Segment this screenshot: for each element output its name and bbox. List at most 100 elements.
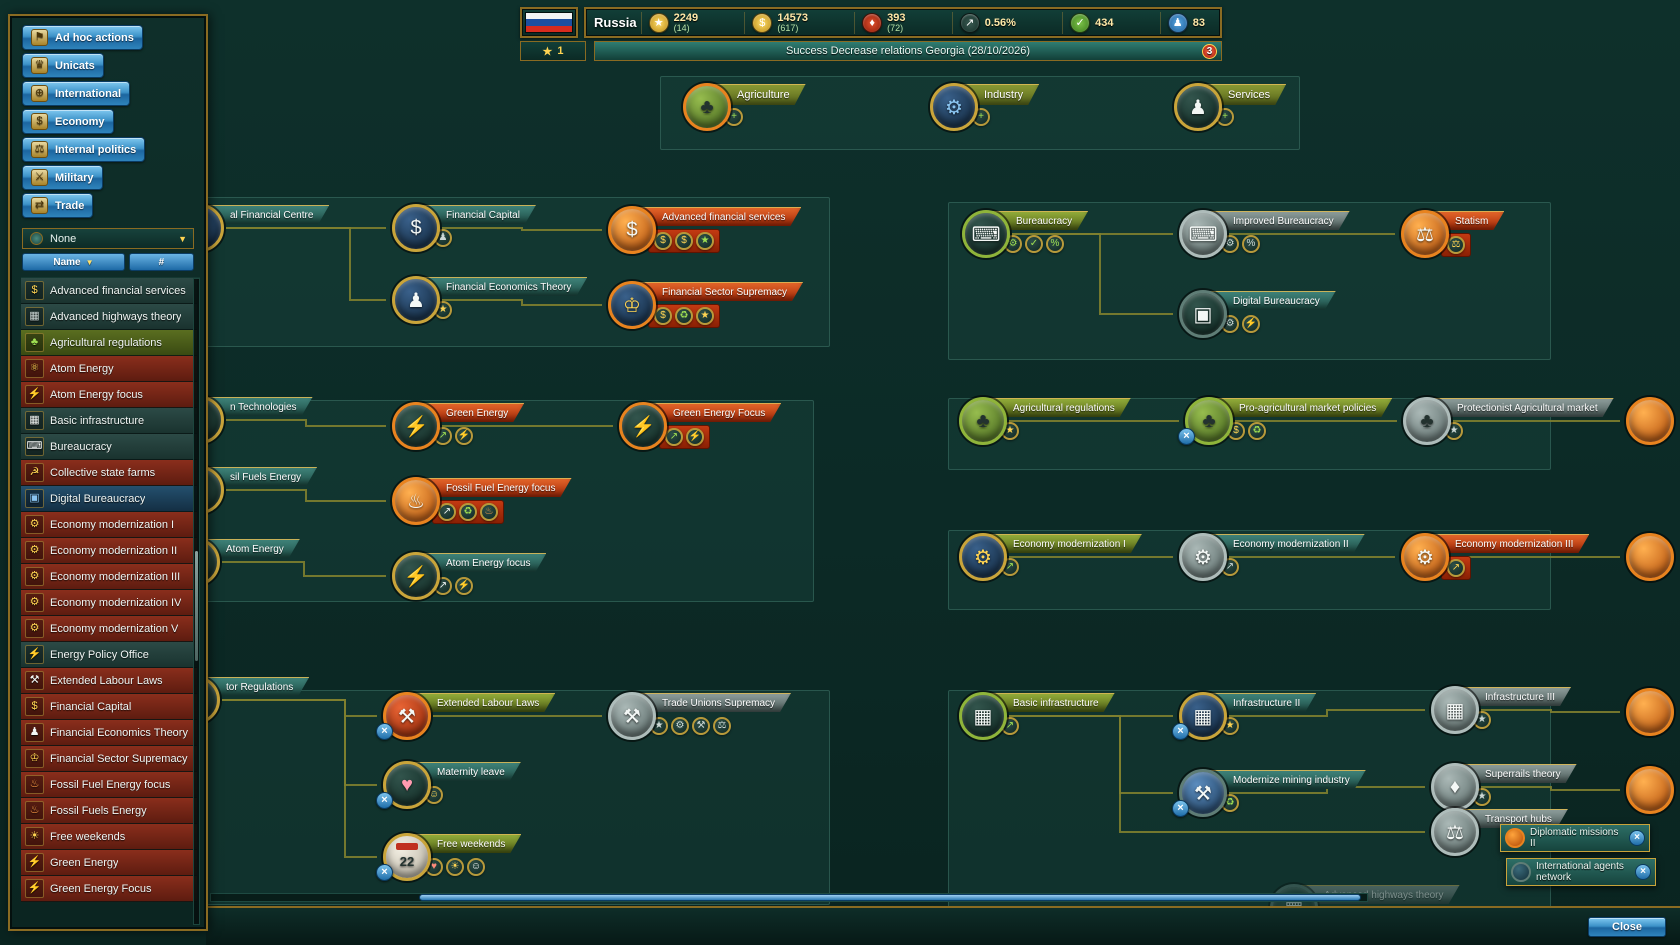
popup-label: Diplomatic missions II xyxy=(1530,827,1619,849)
vertical-scrollbar[interactable] xyxy=(193,278,200,925)
tech-list-item-financial-sector-supremacy[interactable]: ♔Financial Sector Supremacy xyxy=(21,746,197,772)
cancel-research-button[interactable]: × xyxy=(376,723,393,740)
tech-node-agri-next[interactable] xyxy=(1626,397,1674,445)
tech-node-transport-hubs[interactable]: Transport hubs⚖ xyxy=(1431,808,1479,856)
glyph: ♦ xyxy=(1449,775,1461,798)
tech-node-green-energy[interactable]: Green Energy↗⚡⚡ xyxy=(392,402,440,450)
resource-population-icon: ♦393(72) xyxy=(854,11,912,34)
tech-node-fossil-fuel-energy-focus[interactable]: Fossil Fuel Energy focus↗♻♨♨ xyxy=(392,477,440,525)
sidebar: ⚑Ad hoc actions ♛Unicats ⊕International $Ec… xyxy=(8,14,208,931)
tech-node-maternity-leave[interactable]: Maternity leave☺♥× xyxy=(376,761,431,809)
tech-node-digital-bureaucracy[interactable]: Digital Bureaucracy⚙⚡▣ xyxy=(1179,290,1227,338)
horizontal-scrollbar[interactable] xyxy=(210,893,1368,902)
tech-node-pro-agricultural-market-policies[interactable]: Pro-agricultural market policies$♻♣× xyxy=(1178,397,1233,445)
close-popup-button[interactable]: × xyxy=(1629,830,1645,846)
sidebar-button-unicats[interactable]: ♛Unicats xyxy=(22,53,104,78)
tech-list-item-economy-modernization-i[interactable]: ⚙Economy modernization I xyxy=(21,512,197,538)
tech-node-free-weekends[interactable]: Free weekends♥☀☺22× xyxy=(376,833,431,881)
tech-node-protectionist-agricultural-market[interactable]: Protectionist Agricultural market★♣ xyxy=(1403,397,1451,445)
sidebar-button-trade[interactable]: ⇄Trade xyxy=(22,193,94,218)
tech-node-financial-economics-theory[interactable]: Financial Economics Theory★♟ xyxy=(392,276,440,324)
tech-node-atom-energy-focus[interactable]: Atom Energy focus↗⚡⚡ xyxy=(392,552,440,600)
sidebar-button-international[interactable]: ⊕International xyxy=(22,81,131,106)
tech-list-item-advanced-financial-services[interactable]: $Advanced financial services xyxy=(21,278,197,304)
glyph: ⚙ xyxy=(1194,546,1212,569)
tech-node-financial-capital[interactable]: Financial Capital♟$ xyxy=(392,204,440,252)
sidebar-button-internal-politics[interactable]: ⚖Internal politics xyxy=(22,137,146,162)
tech-list-item-free-weekends[interactable]: ☀Free weekends xyxy=(21,824,197,850)
tech-node-infrastructure-iii[interactable]: Infrastructure III★▦ xyxy=(1431,686,1479,734)
tech-node-economy-modernization-iii[interactable]: Economy modernization III↗⚙ xyxy=(1401,533,1449,581)
tech-list-item-collective-state-farms[interactable]: ☭Collective state farms xyxy=(21,460,197,486)
tech-list-item-atom-energy-focus[interactable]: ⚡Atom Energy focus xyxy=(21,382,197,408)
vertical-scrollbar-thumb[interactable] xyxy=(195,551,198,661)
tech-node-advanced-financial-services[interactable]: Advanced financial services$$★$ xyxy=(608,206,656,254)
tech-list-item-label: Economy modernization III xyxy=(50,570,181,583)
tech-node-extended-labour-laws[interactable]: Extended Labour Laws⚒× xyxy=(376,692,431,740)
tech-list-item-agricultural-regulations[interactable]: ♣Agricultural regulations xyxy=(21,330,197,356)
tech-list-item-green-energy[interactable]: ⚡Green Energy xyxy=(21,850,197,876)
tech-list-item-basic-infrastructure[interactable]: ▦Basic infrastructure xyxy=(21,408,197,434)
tech-node-bureaucracy[interactable]: Bureaucracy⚙✓%⌨ xyxy=(962,210,1010,258)
sidebar-button-military[interactable]: ⚔Military xyxy=(22,165,103,190)
category-agriculture[interactable]: Agriculture+♣ xyxy=(683,83,731,131)
close-button[interactable]: Close xyxy=(1588,916,1666,937)
filter-dropdown[interactable]: None ▼ xyxy=(22,228,194,249)
tech-node-economy-modernization-i[interactable]: Economy modernization I↗⚙ xyxy=(959,533,1007,581)
eco-effect-icon: ♻ xyxy=(1248,422,1266,440)
tech-node-infra-next[interactable] xyxy=(1626,688,1674,736)
country-name: Russia xyxy=(594,15,637,30)
cancel-research-button[interactable]: × xyxy=(1172,800,1189,817)
tech-node-trade-unions-supremacy[interactable]: Trade Unions Supremacy★⚙⚒⚖⚒ xyxy=(608,692,656,740)
tech-list-item-economy-modernization-v[interactable]: ⚙Economy modernization V xyxy=(21,616,197,642)
tech-node-basic-infrastructure[interactable]: Basic infrastructure↗▦ xyxy=(959,692,1007,740)
category-industry[interactable]: Industry+⚙ xyxy=(930,83,978,131)
tech-node-improved-bureaucracy[interactable]: Improved Bureaucracy⚙%⌨ xyxy=(1179,210,1227,258)
tech-node-superrails-theory[interactable]: Superrails theory★♦ xyxy=(1431,763,1479,811)
notification-popup-diplomatic-missions-ii[interactable]: Diplomatic missions II × xyxy=(1500,824,1650,852)
sort-by-count-button[interactable]: # xyxy=(128,253,194,271)
tech-node-statism[interactable]: Statism⚖⚖ xyxy=(1401,210,1449,258)
tech-node-effects: ♥☀☺ xyxy=(425,858,485,876)
tech-node-econ-next[interactable] xyxy=(1626,533,1674,581)
tech-list-item-economy-modernization-iv[interactable]: ⚙Economy modernization IV xyxy=(21,590,197,616)
tech-list-item-label: Fossil Fuel Energy focus xyxy=(50,778,171,791)
tech-list-item-economy-modernization-iii[interactable]: ⚙Economy modernization III xyxy=(21,564,197,590)
tech-list-item-fossil-fuels-energy[interactable]: ♨Fossil Fuels Energy xyxy=(21,798,197,824)
sidebar-button-ad-hoc-actions[interactable]: ⚑Ad hoc actions xyxy=(22,25,143,50)
notification-popup-international-agents-network[interactable]: International agents network× xyxy=(1506,858,1656,886)
tech-list-item-economy-modernization-ii[interactable]: ⚙Economy modernization II xyxy=(21,538,197,564)
sector-supremacy-icon: ♔ xyxy=(608,281,656,329)
industry-rosette-icon: ⚙ xyxy=(930,83,978,131)
cancel-research-button[interactable]: × xyxy=(1178,428,1195,445)
horizontal-scrollbar-thumb[interactable] xyxy=(419,894,1361,901)
cancel-research-button[interactable]: × xyxy=(376,864,393,881)
tech-node-rails-next[interactable] xyxy=(1626,766,1674,814)
tech-list-item-extended-labour-laws[interactable]: ⚒Extended Labour Laws xyxy=(21,668,197,694)
tech-list-item-digital-bureaucracy[interactable]: ▣Digital Bureaucracy xyxy=(21,486,197,512)
close-popup-button[interactable]: × xyxy=(1635,864,1651,880)
resource-bar: Russia ★2249(14)$14573(617)♦393(72)↗0.56… xyxy=(584,7,1222,38)
cancel-research-button[interactable]: × xyxy=(376,792,393,809)
mission-bar[interactable]: Success Decrease relations Georgia (28/1… xyxy=(594,41,1222,61)
tech-list-item-financial-capital[interactable]: $Financial Capital xyxy=(21,694,197,720)
tech-node-economy-modernization-ii[interactable]: Economy modernization II↗⚙ xyxy=(1179,533,1227,581)
sidebar-button-economy[interactable]: $Economy xyxy=(22,109,114,134)
tech-list-item-advanced-highways-theory[interactable]: ▦Advanced highways theory xyxy=(21,304,197,330)
tech-node-agricultural-regulations[interactable]: Agricultural regulations★♣ xyxy=(959,397,1007,445)
tech-list-item-atom-energy[interactable]: ⚛Atom Energy xyxy=(21,356,197,382)
tech-list-item-fossil-fuel-energy-focus[interactable]: ♨Fossil Fuel Energy focus xyxy=(21,772,197,798)
country-flag xyxy=(520,7,578,38)
sort-by-name-button[interactable]: Name ▼ xyxy=(22,253,125,271)
tech-node-modernize-mining-industry[interactable]: Modernize mining industry♻⚒× xyxy=(1172,769,1227,817)
tech-list-item-energy-policy-office[interactable]: ⚡Energy Policy Office xyxy=(21,642,197,668)
cancel-research-button[interactable]: × xyxy=(1172,723,1189,740)
tech-node-green-energy-focus[interactable]: Green Energy Focus↗⚡⚡ xyxy=(619,402,667,450)
tech-list-item-bureaucracy[interactable]: ⌨Bureaucracy xyxy=(21,434,197,460)
tech-list-item-financial-economics-theory[interactable]: ♟Financial Economics Theory xyxy=(21,720,197,746)
tech-node-financial-sector-supremacy[interactable]: Financial Sector Supremacy$♻★♔ xyxy=(608,281,656,329)
tech-list-item-green-energy-focus[interactable]: ⚡Green Energy Focus xyxy=(21,876,197,902)
category-services[interactable]: Services+♟ xyxy=(1174,83,1222,131)
glyph: ⚒ xyxy=(398,705,416,728)
tech-node-infrastructure-ii[interactable]: Infrastructure II★▦× xyxy=(1172,692,1227,740)
